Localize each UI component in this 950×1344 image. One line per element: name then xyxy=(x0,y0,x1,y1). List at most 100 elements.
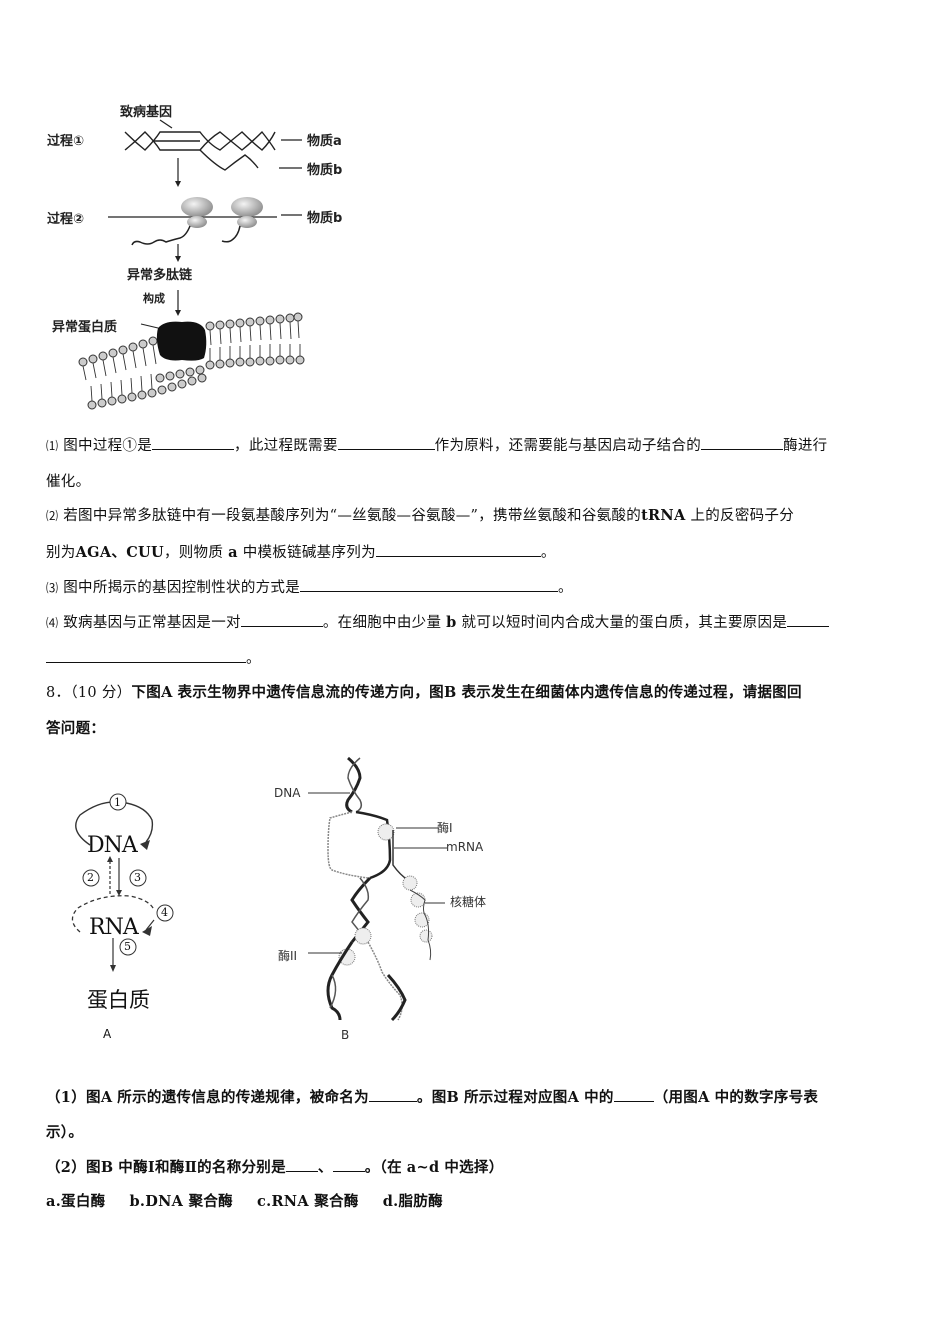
q7-sub2-codons: AGA、CUU xyxy=(75,544,164,561)
label-abnormal-polypeptide: 异常多肽链 xyxy=(127,268,193,283)
label-pathogenic-gene: 致病基因 xyxy=(120,105,173,120)
q7-sub2-blank-sequence[interactable] xyxy=(375,542,541,557)
fig-b-dna: DNA xyxy=(274,786,301,800)
q8-sub1-line2: 示）。 xyxy=(46,1123,906,1143)
q8-number: 8． xyxy=(46,685,71,701)
q8-sub1-text8: 示）。 xyxy=(46,1124,84,1141)
fig-a-dna: DNA xyxy=(87,833,138,858)
q8-sub2-text4: 中选择） xyxy=(444,1159,504,1176)
label-constitutes: 构成 xyxy=(143,292,165,305)
q8-sub2-blank-enzyme-2[interactable] xyxy=(332,1157,365,1172)
abnormal-protein-shape xyxy=(156,321,207,361)
q7-sub4-text2: 。在细胞中由少量 xyxy=(322,615,442,631)
q7-sub2-trna: tRNA xyxy=(641,507,686,524)
q8-sub1-blank-number[interactable] xyxy=(613,1087,654,1102)
q8-sub1-text2: 所示的遗传信息的传递规律，被命名为 xyxy=(117,1089,369,1106)
q7-sub2-a: a xyxy=(228,544,238,561)
q8-sub2-line: （2）图B 中酶Ⅰ和酶Ⅱ的名称分别是 、 。（在 a~d 中选择） xyxy=(46,1157,906,1178)
label-substance-b-2: 物质b xyxy=(307,211,343,226)
q8-text4: 答问题： xyxy=(46,720,106,737)
q8-header-line1: 8．（10 分）下图A 表示生物界中遗传信息流的传递方向，图B 表示发生在细菌体… xyxy=(46,683,906,703)
q7-sub2-text3: 别为 xyxy=(46,545,76,561)
q8-sub2-b: B xyxy=(100,1159,114,1176)
q8-sub2-sep: 、 xyxy=(317,1159,333,1176)
label-abnormal-protein: 异常蛋白质 xyxy=(52,320,118,335)
label-process-1: 过程① xyxy=(47,134,85,149)
q8-sub2-range: a~d xyxy=(406,1159,440,1176)
q7-sub3-end: 。 xyxy=(558,580,573,596)
q7-sub2-line2: 别为AGA、CUU，则物质 a 中模板链碱基序列为 。 xyxy=(46,542,906,563)
q7-sub1-text4: 酶进行 xyxy=(783,438,828,454)
q7-sub2-text4: ，则物质 xyxy=(163,545,224,561)
q7-sub2-end: 。 xyxy=(540,545,556,561)
q7-sub1-text3: 作为原料，还需要能与基因启动子结合的 xyxy=(434,438,702,454)
q8-sub1-a2: A xyxy=(567,1089,580,1106)
fig-b-ribosome: 核糖体 xyxy=(450,895,487,909)
q8-sub1-text6: （用图 xyxy=(653,1089,699,1106)
q8-header-line2: 答问题： xyxy=(46,719,906,739)
q7-sub1-text5: 催化。 xyxy=(46,474,91,490)
q8-score: （10 分） xyxy=(70,685,132,701)
q7-sub1-line2: 催化。 xyxy=(46,472,906,492)
q8-sub1-a1: A xyxy=(100,1089,113,1106)
q7-sub1-text1: 图中过程①是 xyxy=(63,438,153,454)
q7-sub4-number: ⑷ xyxy=(46,616,59,630)
q7-sub4-blank-reason-a[interactable] xyxy=(787,612,830,627)
option-d: d.脂肪酶 xyxy=(382,1193,443,1210)
q7-sub2-text2: 上的反密码子分 xyxy=(690,508,795,524)
q7-sub3-blank-method[interactable] xyxy=(300,577,559,592)
fig-b-caption: B xyxy=(341,1028,350,1042)
q7-sub4-b: b xyxy=(446,614,457,631)
q8-sub2-text3: 。（在 xyxy=(364,1159,402,1176)
q8-text2: 表示生物界中遗传信息流的传递方向，图 xyxy=(177,684,444,701)
q7-sub4-text1: 致病基因与正常基因是一对 xyxy=(63,615,241,631)
fig-b-enzyme-1: 酶I xyxy=(437,821,453,835)
q7-sub1-blank-process[interactable] xyxy=(152,435,235,450)
fig-a-caption: A xyxy=(103,1027,112,1041)
q8-sub1-text7: 中的数字序号表 xyxy=(714,1089,819,1106)
q7-sub4-blank-reason-b[interactable] xyxy=(46,648,246,663)
label-substance-a: 物质a xyxy=(307,134,342,149)
q7-sub3-number: ⑶ xyxy=(46,581,59,595)
fig-b-mrna: mRNA xyxy=(446,840,484,854)
q7-sub4-end: 。 xyxy=(246,651,261,667)
q8-sub1-text3: 。图 xyxy=(416,1089,447,1106)
gene-expression-diagram xyxy=(78,119,305,410)
q7-sub1-blank-enzyme[interactable] xyxy=(701,435,784,450)
q8-sub2-number: （2） xyxy=(46,1159,86,1176)
fig-a-circle-3: 3 xyxy=(134,871,141,884)
q8-sub1-a3: A xyxy=(698,1089,710,1106)
fig-a-circle-4: 4 xyxy=(161,906,168,919)
q7-sub2-line1: ⑵ 若图中异常多肽链中有一段氨基酸序列为“—丝氨酸—谷氨酸—”，携带丝氨酸和谷氨… xyxy=(46,506,906,526)
option-a: a.蛋白酶 xyxy=(46,1193,106,1210)
q7-sub1-number: ⑴ xyxy=(46,439,59,453)
q8-sub1-blank-name[interactable] xyxy=(368,1087,417,1102)
q7-sub4-text3: 就可以短时间内合成大量的蛋白质，其主要原因是 xyxy=(461,615,788,631)
fig-b-enzyme-2: 酶II xyxy=(278,949,298,963)
q8-text3: 表示发生在细菌体内遗传信息的传递过程，请据图回 xyxy=(461,684,802,701)
fig-a-protein: 蛋白质 xyxy=(87,988,150,1012)
q7-sub2-text1: 若图中异常多肽链中有一段氨基酸序列为“—丝氨酸—谷氨酸—”，携带丝氨酸和谷氨酸的 xyxy=(63,508,642,524)
label-substance-b-1: 物质b xyxy=(307,163,343,178)
q8-sub1-b: B xyxy=(446,1089,460,1106)
q8-sub1-number: （1） xyxy=(46,1089,86,1106)
q7-sub4-line2: 。 xyxy=(46,648,906,669)
q8-sub1-text1: 图 xyxy=(86,1089,101,1106)
label-process-2: 过程② xyxy=(47,212,85,227)
q8-sub2-blank-enzyme-1[interactable] xyxy=(285,1157,318,1172)
q7-sub2-text5: 中模板链碱基序列为 xyxy=(242,545,376,561)
q7-sub4-blank-genes[interactable] xyxy=(240,612,323,627)
q8-sub1-text5: 中的 xyxy=(584,1089,614,1106)
q8-sub2-text2: 中酶Ⅰ和酶Ⅱ的名称分别是 xyxy=(118,1159,286,1176)
fig-a-circle-2: 2 xyxy=(87,871,94,884)
q7-sub1-text2: ，此过程既需要 xyxy=(234,438,338,454)
q8-sub2-text1: 图 xyxy=(86,1159,101,1176)
option-c: c.RNA 聚合酶 xyxy=(256,1193,359,1210)
q7-sub2-number: ⑵ xyxy=(46,509,59,523)
q7-sub3-line: ⑶ 图中所揭示的基因控制性状的方式是。 xyxy=(46,577,906,598)
fig-a-circle-1: 1 xyxy=(114,796,121,809)
q8-text1: 下图 xyxy=(131,684,162,701)
q8-sub1-line1: （1）图A 所示的遗传信息的传递规律，被命名为。图B 所示过程对应图A 中的（用… xyxy=(46,1087,906,1108)
q7-sub1-blank-material[interactable] xyxy=(337,435,435,450)
